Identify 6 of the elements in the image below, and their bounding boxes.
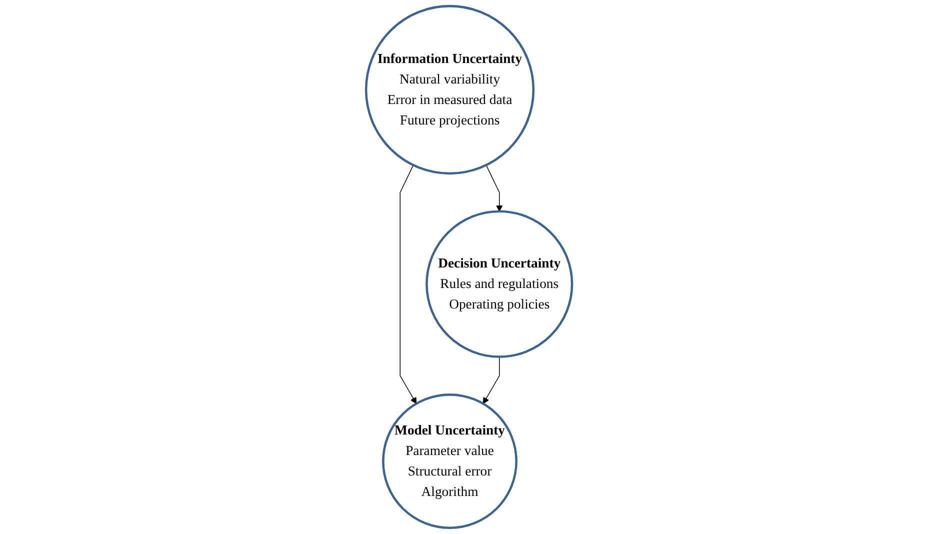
node-circle: Decision Uncertainty Rules and regulations Operating policies [426,210,574,358]
arrow [400,164,418,404]
node-circle: Information Uncertainty Natural variability Error in measured data Future projections [365,4,536,175]
node-circle: Model Uncertainty Parameter value Structural error Algorithm [382,394,518,530]
arrow [486,164,504,212]
arrow [483,356,500,404]
